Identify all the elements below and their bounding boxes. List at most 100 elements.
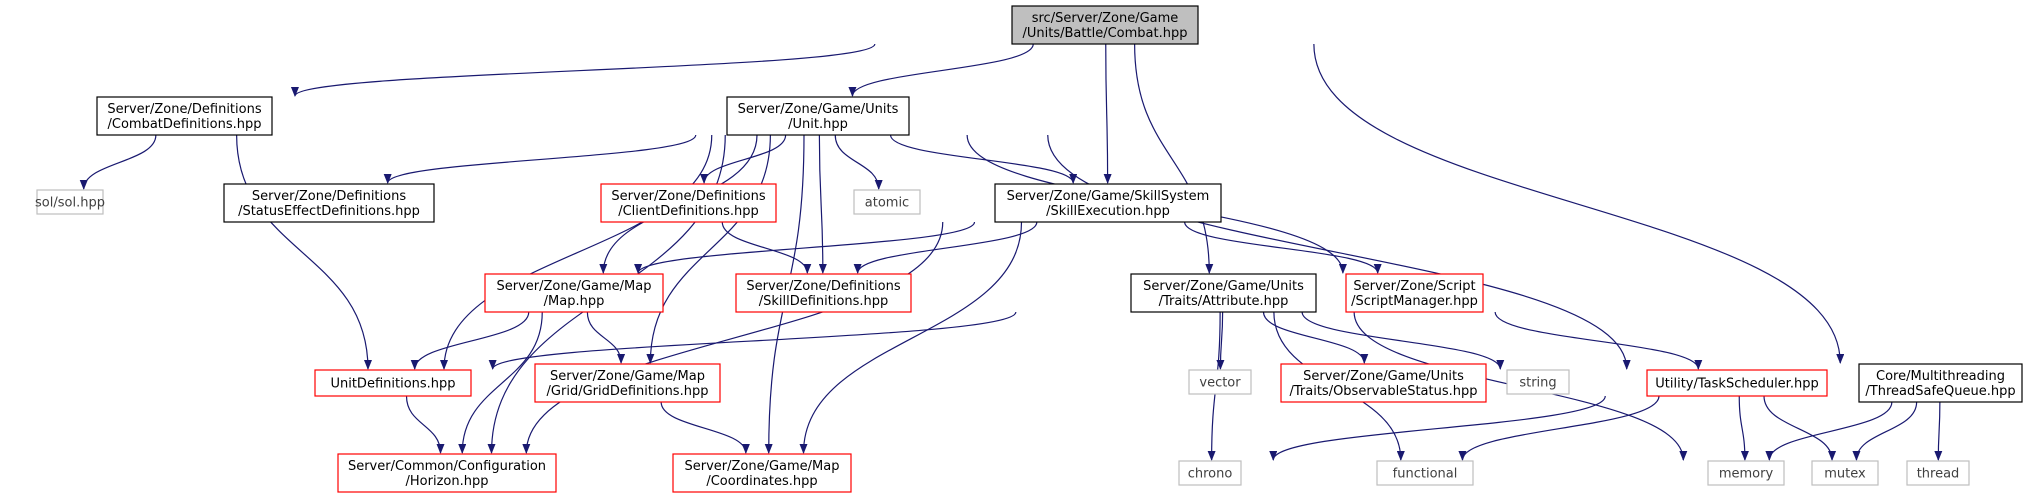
edge-attribute-to-string: [1301, 311, 1505, 370]
node-box: [1858, 363, 2023, 403]
node-box: [994, 183, 1222, 223]
node-mutex: mutex: [1811, 460, 1879, 486]
edge-unit-to-statuseffect: [383, 134, 697, 184]
node-label-line: Server/Common/Configuration: [348, 459, 546, 474]
node-threadsafe[interactable]: Core/Multithreading/ThreadSafeQueue.hpp: [1858, 363, 2023, 403]
edge-skillexec-to-skilldefs: [853, 221, 1038, 274]
edge-unit-to-taskscheduler: [1047, 134, 1631, 370]
node-label-line: /ClientDefinitions.hpp: [618, 204, 759, 219]
node-label-line: Server/Zone/Definitions: [252, 189, 406, 204]
node-griddefs[interactable]: Server/Zone/Game/Map/Grid/GridDefinition…: [534, 363, 721, 403]
node-label-line: Utility/TaskScheduler.hpp: [1655, 377, 1818, 392]
node-label-line: Server/Zone/Game/Map: [550, 369, 705, 384]
edge-threadsafe-to-thread: [1934, 401, 1943, 461]
node-box: [1811, 460, 1879, 486]
edge-skillexec-to-horizon: [522, 221, 944, 454]
node-box: [96, 96, 273, 136]
node-coordinates[interactable]: Server/Zone/Game/Map/Coordinates.hpp: [672, 453, 852, 493]
node-label-line: vector: [1199, 376, 1241, 391]
node-label-line: /ScriptManager.hpp: [1351, 294, 1478, 309]
node-label-line: Server/Zone/Definitions: [611, 189, 765, 204]
node-string: string: [1506, 369, 1570, 395]
edge-attribute-to-unitdefs: [488, 311, 1017, 370]
node-label-line: /SkillDefinitions.hpp: [759, 294, 889, 309]
edge-combat-to-unit: [848, 43, 1034, 97]
nodes-layer: src/Server/Zone/Game/Units/Battle/Combat…: [35, 5, 2023, 493]
edge-combatdefs-to-sol: [79, 134, 157, 190]
node-label-line: atomic: [865, 196, 909, 211]
node-observable[interactable]: Server/Zone/Game/Units/Traits/Observable…: [1280, 363, 1487, 403]
edge-unit-to-griddefs: [646, 134, 771, 364]
node-combat[interactable]: src/Server/Zone/Game/Units/Battle/Combat…: [1011, 5, 1199, 45]
edge-taskscheduler-to-memory: [1738, 395, 1749, 461]
node-label-line: functional: [1393, 467, 1458, 482]
node-attribute[interactable]: Server/Zone/Game/Units/Traits/Attribute.…: [1130, 273, 1317, 313]
node-box: [1178, 460, 1242, 486]
edge-unit-to-clientdefs: [700, 134, 787, 184]
node-vector: vector: [1188, 369, 1252, 395]
node-label-line: chrono: [1188, 467, 1233, 482]
node-box: [1188, 369, 1252, 395]
node-box: [600, 183, 777, 223]
node-label-line: sol/sol.hpp: [35, 196, 105, 211]
node-combatdefs[interactable]: Server/Zone/Definitions/CombatDefinition…: [96, 96, 273, 136]
node-label-line: Server/Zone/Game/Units: [1143, 279, 1304, 294]
edge-attribute-to-vector: [1216, 311, 1225, 370]
edge-threadsafe-to-memory: [1765, 401, 1893, 461]
node-label-line: Server/Zone/Game/Map: [684, 459, 839, 474]
node-skillexec[interactable]: Server/Zone/Game/SkillSystem/SkillExecut…: [994, 183, 1222, 223]
edge-threadsafe-to-mutex: [1852, 401, 1918, 461]
edges-layer: [79, 43, 1943, 461]
node-skilldefs[interactable]: Server/Zone/Definitions/SkillDefinitions…: [735, 273, 912, 313]
node-unit[interactable]: Server/Zone/Game/Units/Unit.hpp: [726, 96, 910, 136]
node-box: [1280, 363, 1487, 403]
node-box: [853, 189, 921, 215]
node-statuseffect[interactable]: Server/Zone/Definitions/StatusEffectDefi…: [223, 183, 435, 223]
node-label-line: /CombatDefinitions.hpp: [108, 117, 262, 132]
node-label-line: /Traits/Attribute.hpp: [1159, 294, 1289, 309]
node-label-line: Server/Zone/Script: [1353, 279, 1475, 294]
node-box: [314, 369, 472, 397]
node-box: [1646, 369, 1828, 397]
edge-unit-to-atomic: [834, 134, 883, 190]
node-box: [726, 96, 910, 136]
edge-skillexec-to-scriptmgr: [1184, 221, 1382, 274]
edge-unit-to-skillexec: [889, 134, 1078, 184]
node-label-line: Server/Zone/Definitions: [746, 279, 900, 294]
node-label-line: Server/Zone/Game/SkillSystem: [1007, 189, 1210, 204]
node-box: [223, 183, 435, 223]
edge-griddefs-to-coordinates: [660, 401, 750, 454]
node-label-line: string: [1519, 376, 1556, 391]
node-label-line: /Map.hpp: [544, 294, 605, 309]
edge-taskscheduler-to-functional: [1458, 395, 1660, 461]
node-atomic: atomic: [853, 189, 921, 215]
node-functional: functional: [1376, 460, 1474, 486]
edge-map-to-unitdefs: [410, 311, 530, 370]
node-box: [1011, 5, 1199, 45]
node-scriptmgr[interactable]: Server/Zone/Script/ScriptManager.hpp: [1345, 273, 1484, 313]
node-chrono: chrono: [1178, 460, 1242, 486]
edge-unit-to-unitdefs: [440, 134, 713, 370]
node-label-line: Server/Zone/Definitions: [107, 102, 261, 117]
edge-combat-to-skillexec: [1103, 43, 1112, 184]
node-unitdefs[interactable]: UnitDefinitions.hpp: [314, 369, 472, 397]
node-label-line: Server/Zone/Game/Map: [496, 279, 651, 294]
node-sol: sol/sol.hpp: [35, 189, 105, 215]
edge-unit-to-skilldefs: [818, 134, 827, 274]
node-label-line: UnitDefinitions.hpp: [330, 377, 455, 392]
node-horizon[interactable]: Server/Common/Configuration/Horizon.hpp: [337, 453, 557, 493]
node-label-line: Core/Multithreading: [1876, 369, 2005, 384]
edge-clientdefs-to-skilldefs: [721, 221, 812, 274]
node-clientdefs[interactable]: Server/Zone/Definitions/ClientDefinition…: [600, 183, 777, 223]
node-map[interactable]: Server/Zone/Game/Map/Map.hpp: [484, 273, 664, 313]
edge-scriptmgr-to-taskscheduler: [1494, 311, 1703, 370]
node-label-line: Server/Zone/Game/Units: [738, 102, 899, 117]
edge-attribute-to-observable: [1262, 311, 1369, 364]
edge-map-to-griddefs: [586, 311, 626, 364]
node-label-line: Server/Zone/Game/Units: [1303, 369, 1464, 384]
node-taskscheduler[interactable]: Utility/TaskScheduler.hpp: [1646, 369, 1828, 397]
node-memory: memory: [1707, 460, 1785, 486]
node-box: [1376, 460, 1474, 486]
node-label-line: /SkillExecution.hpp: [1046, 204, 1170, 219]
